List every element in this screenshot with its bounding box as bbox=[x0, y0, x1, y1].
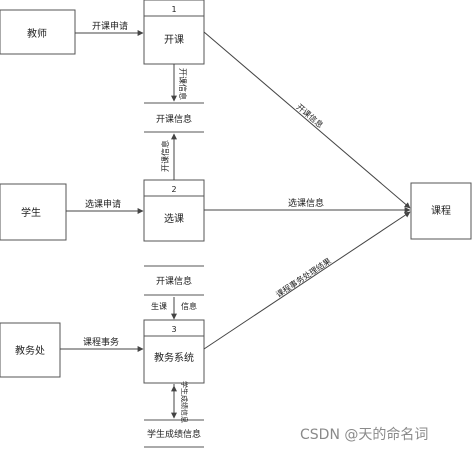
flow-kaike-apply-label: 开课申请 bbox=[92, 20, 128, 32]
flow-kaike-to-course: 开课信息 bbox=[203, 31, 411, 209]
entity-teacher-label: 教师 bbox=[27, 27, 47, 40]
flow-extra-left-label: 生课 bbox=[151, 301, 167, 311]
flow-store-to-xuanke-label: 开课信息 bbox=[160, 140, 170, 172]
flow-extra-right-label: 信息 bbox=[181, 301, 197, 311]
process-kaike[interactable]: 1 开课 bbox=[143, 0, 205, 65]
flow-jiaowu-from-store: 生课 信息 bbox=[151, 297, 197, 320]
entity-office-label: 教务处 bbox=[15, 344, 45, 357]
flow-kaike-apply: 开课申请 bbox=[75, 20, 144, 36]
flow-chengji-label: 学生成绩信息 bbox=[180, 381, 189, 423]
store-chengji-label: 学生成绩信息 bbox=[147, 428, 201, 440]
entity-student[interactable]: 学生 bbox=[0, 183, 67, 241]
process-jiaowu[interactable]: 3 教务系统 bbox=[143, 319, 205, 384]
flow-kaike-to-course-label: 开课信息 bbox=[295, 102, 326, 130]
process-jiaowu-name: 教务系统 bbox=[154, 351, 194, 364]
flow-xuanke-apply: 选课申请 bbox=[66, 198, 144, 214]
store-kaike-info-2[interactable]: 开课信息 bbox=[144, 265, 204, 296]
process-xuanke[interactable]: 2 选课 bbox=[143, 179, 205, 242]
flow-affairs-label: 课程事务 bbox=[83, 336, 119, 348]
flow-xuanke-apply-label: 选课申请 bbox=[85, 198, 121, 210]
flow-store-to-xuanke: 开课信息 bbox=[160, 133, 177, 180]
flow-kaike-to-store-label: 开课信息 bbox=[178, 68, 188, 100]
process-xuanke-name: 选课 bbox=[164, 212, 184, 225]
store-chengji-info[interactable]: 学生成绩信息 bbox=[144, 419, 204, 448]
store-kaike-label: 开课信息 bbox=[156, 113, 192, 125]
entity-course[interactable]: 课程 bbox=[410, 182, 472, 240]
entity-teacher[interactable]: 教师 bbox=[0, 9, 76, 55]
entity-course-label: 课程 bbox=[431, 205, 451, 217]
entity-office[interactable]: 教务处 bbox=[0, 322, 61, 378]
flow-jiaowu-to-chengji: 学生成绩信息 bbox=[171, 381, 189, 423]
process-xuanke-number: 2 bbox=[171, 185, 176, 194]
watermark: CSDN @天的命名词 bbox=[300, 427, 429, 443]
store-kaike-info[interactable]: 开课信息 bbox=[144, 102, 204, 133]
store-kaike2-label: 开课信息 bbox=[156, 275, 192, 287]
flow-affairs-result-label: 课程事务处理结果 bbox=[274, 256, 333, 300]
flow-xuanke-info-label: 选课信息 bbox=[288, 197, 324, 209]
process-jiaowu-number: 3 bbox=[171, 325, 176, 334]
flow-affairs-result: 课程事务处理结果 bbox=[203, 211, 411, 350]
flow-affairs: 课程事务 bbox=[60, 336, 144, 352]
flow-xuanke-info: 选课信息 bbox=[204, 197, 411, 213]
process-kaike-number: 1 bbox=[171, 5, 176, 14]
entity-student-label: 学生 bbox=[21, 206, 41, 219]
process-kaike-name: 开课 bbox=[164, 34, 184, 46]
flow-kaike-to-store: 开课信息 bbox=[171, 64, 188, 102]
